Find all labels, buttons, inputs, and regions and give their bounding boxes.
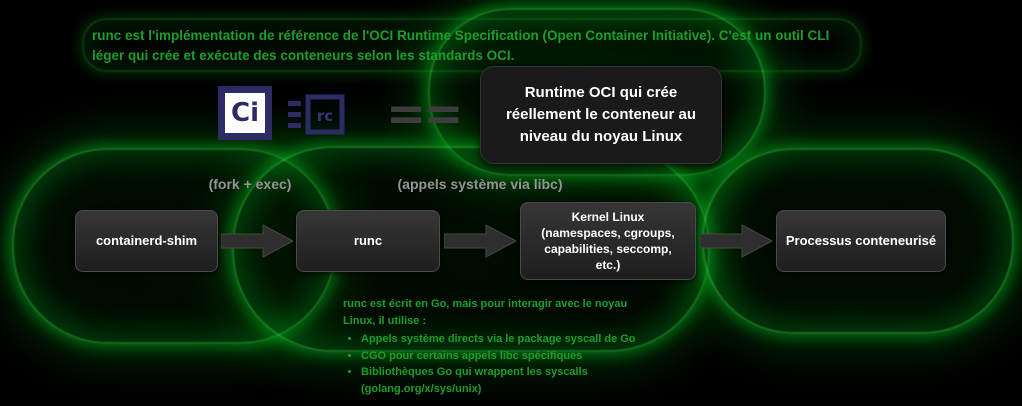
intro-text: runc est l'implémentation de référence d… (92, 26, 854, 67)
runc-logo-letters: rc (317, 107, 333, 125)
intro-runc-bold: runc (92, 28, 122, 43)
notes-bullet: Bibliothèques Go qui wrappent les syscal… (361, 364, 683, 397)
arrow-icon (700, 224, 772, 258)
notes-list: Appels système directs via le package sy… (343, 331, 683, 397)
notes-bullet: CGO pour certains appels libc spécifique… (361, 348, 683, 365)
intro-segment: (Open Container Initiative). C'est un ou… (92, 28, 830, 64)
notes-heading: runc est écrit en Go, mais pour interagi… (343, 298, 628, 327)
arrow-icon (221, 224, 293, 258)
node-label: containerd-shim (95, 233, 198, 249)
notes-bullet: Appels système directs via le package sy… (361, 331, 683, 348)
node-processus-conteneurise: Processus conteneurisé (776, 210, 946, 272)
oci-logo-letters: Ci (231, 98, 259, 128)
runc-logo: rc (288, 94, 345, 135)
node-containerd-shim: containerd-shim (75, 210, 218, 272)
node-label: runc (353, 233, 383, 249)
notes-block: runc est écrit en Go, mais pour interagi… (343, 296, 683, 397)
callout-runtime-oci: Runtime OCI qui crée réellement le conte… (480, 66, 722, 164)
node-runc: runc (296, 210, 440, 272)
node-label: Kernel Linux (namespaces, cgroups, capab… (541, 209, 675, 273)
equals-sign: == (386, 86, 463, 142)
callout-text: Runtime OCI qui crée réellement le conte… (505, 84, 697, 145)
intro-segment: est l'implémentation de référence de l' (121, 28, 370, 43)
label-appels-systeme: (appels système via libc) (397, 176, 563, 192)
oci-logo: Ci (218, 86, 272, 140)
node-label: Processus conteneurisé (785, 233, 937, 249)
intro-oci-spec-bold: OCI Runtime Specification (369, 28, 539, 43)
label-fork-exec: (fork + exec) (208, 176, 292, 192)
arrow-icon (444, 224, 516, 258)
node-kernel-linux: Kernel Linux (namespaces, cgroups, capab… (520, 202, 696, 280)
